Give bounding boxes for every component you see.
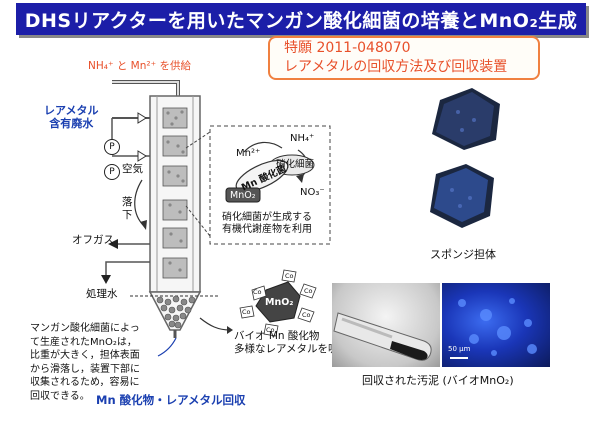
offgas-label: オフガス <box>72 234 114 246</box>
sponge-carrier <box>162 257 188 279</box>
page-title: DHSリアクターを用いたマンガン酸化細菌の培養とMnO₂生成 <box>16 3 586 35</box>
recovery-label: Mn 酸化物・レアメタル回収 <box>96 393 246 407</box>
nitrifier-label: 硝化細菌 <box>276 159 315 170</box>
co-particle <box>239 305 255 319</box>
no3-ion-label: NO₃⁻ <box>300 187 325 198</box>
co-particle <box>251 285 267 301</box>
mn-ion-label: Mn²⁺ <box>236 148 261 159</box>
fall-label: 落 下 <box>122 196 133 221</box>
pump-icon: P <box>104 139 120 155</box>
sponge-carrier <box>162 227 188 249</box>
mno2-particle <box>225 187 261 203</box>
mechanism-note: 硝化細菌が生成する 有機代謝産物を利用 <box>222 212 312 235</box>
co-particle <box>299 283 317 299</box>
treated-water-outlet <box>105 261 150 278</box>
sponge-carrier <box>162 165 188 187</box>
scale-bar-label: 50 μm <box>448 345 471 353</box>
wastewater-label: レアメタル 含有廃水 <box>44 104 99 130</box>
mno2-core <box>255 281 301 323</box>
air-pump-icon: P <box>104 164 120 180</box>
patent-box: 特願 2011-048070 レアメタルの回収方法及び回収装置 <box>268 36 540 80</box>
nh4-ion-label: NH₄⁺ <box>290 133 315 144</box>
co-label: Co <box>253 288 262 296</box>
co-label: Co <box>242 308 251 316</box>
treated-water-label: 処理水 <box>86 288 118 300</box>
sponge-label: スポンジ担体 <box>430 248 496 261</box>
co-particle <box>297 307 315 323</box>
fall-arrow <box>134 179 145 227</box>
recovery-arrow <box>199 317 231 331</box>
feed-label: NH₄⁺ と Mn²⁺ を供給 <box>88 60 191 72</box>
mechanism-box <box>209 125 331 245</box>
patent-number: 特願 2011-048070 <box>284 40 411 56</box>
co-label: Co <box>302 311 311 319</box>
mno2-core-label: MnO₂ <box>265 297 294 308</box>
sludge-caption: 回収された汚泥 (バイオMnO₂) <box>362 374 514 387</box>
adsorption-diagram <box>239 269 317 337</box>
feed-pipe <box>112 80 180 96</box>
settled-particles <box>156 295 196 329</box>
adsorption-caption: バイオ Mn 酸化物 多様なレアメタルを吸着 <box>234 330 349 355</box>
carrier-texture <box>166 110 185 272</box>
sludge-test-tube-photo <box>332 283 440 367</box>
explanation-text: マンガン酸化細菌によっ て生産されたMnO₂は， 比重が大きく，担体表面 から滑… <box>30 323 140 402</box>
co-particle <box>263 323 279 337</box>
co-particle <box>281 269 297 283</box>
co-label: Co <box>266 326 275 334</box>
air-label: 空気 <box>122 163 143 175</box>
test-tube-icon <box>333 312 432 361</box>
sponge-carrier <box>162 199 188 221</box>
microscope-photo: 50 μm <box>442 283 550 367</box>
patent-title: レアメタルの回収方法及び回収装置 <box>284 59 508 75</box>
particles-icon <box>450 298 537 359</box>
mno2-label: MnO₂ <box>230 190 256 201</box>
co-label: Co <box>304 287 313 295</box>
co-label: Co <box>285 272 294 280</box>
